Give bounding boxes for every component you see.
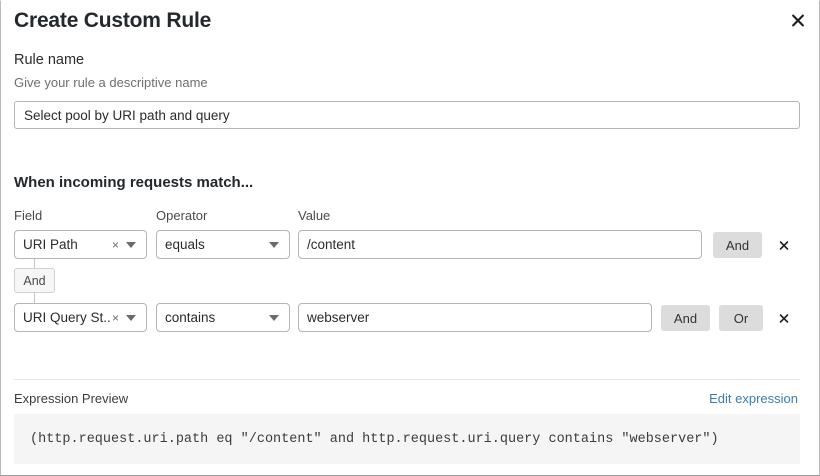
expression-preview-label: Expression Preview — [14, 391, 129, 406]
field-select-row-1-value: URI Path — [23, 237, 78, 252]
rule-name-input[interactable] — [14, 101, 800, 129]
value-input-row-1[interactable] — [298, 230, 702, 259]
chevron-down-icon — [269, 314, 279, 321]
rule-name-label: Rule name — [14, 52, 85, 68]
clear-icon[interactable]: × — [111, 237, 119, 252]
chevron-down-icon — [269, 241, 279, 248]
field-select-row-1[interactable]: URI Path × — [14, 230, 147, 259]
edit-expression-link[interactable]: Edit expression — [709, 391, 798, 406]
delete-row-2-icon[interactable] — [773, 307, 795, 329]
expression-divider — [14, 379, 800, 380]
column-header-value: Value — [298, 208, 331, 223]
conditions-heading: When incoming requests match... — [14, 174, 254, 191]
delete-row-1-icon[interactable] — [773, 234, 795, 256]
rule-name-hint: Give your rule a descriptive name — [14, 75, 208, 90]
field-select-row-2[interactable]: URI Query St... × — [14, 303, 147, 332]
value-input-row-2[interactable] — [298, 303, 652, 332]
operator-select-row-2[interactable]: contains — [156, 303, 290, 332]
column-header-operator: Operator — [156, 208, 208, 223]
operator-select-row-2-value: contains — [165, 310, 216, 325]
close-icon[interactable] — [785, 7, 811, 33]
or-button-row-2[interactable]: Or — [719, 305, 763, 331]
field-select-row-2-value: URI Query St... — [23, 310, 112, 325]
expression-preview-box: (http.request.uri.path eq "/content" and… — [14, 414, 800, 464]
clear-icon[interactable]: × — [111, 310, 119, 325]
chevron-down-icon — [126, 241, 136, 248]
column-header-field: Field — [14, 208, 43, 223]
connector-and-badge[interactable]: And — [14, 268, 55, 293]
connector-line-bottom — [34, 292, 35, 303]
operator-select-row-1[interactable]: equals — [156, 230, 290, 259]
expression-code: (http.request.uri.path eq "/content" and… — [30, 431, 719, 447]
connector-line-top — [34, 259, 35, 270]
and-button-row-2[interactable]: And — [661, 305, 710, 331]
and-button-row-1[interactable]: And — [713, 232, 762, 258]
chevron-down-icon — [126, 314, 136, 321]
page-title: Create Custom Rule — [14, 9, 212, 32]
operator-select-row-1-value: equals — [165, 237, 205, 252]
